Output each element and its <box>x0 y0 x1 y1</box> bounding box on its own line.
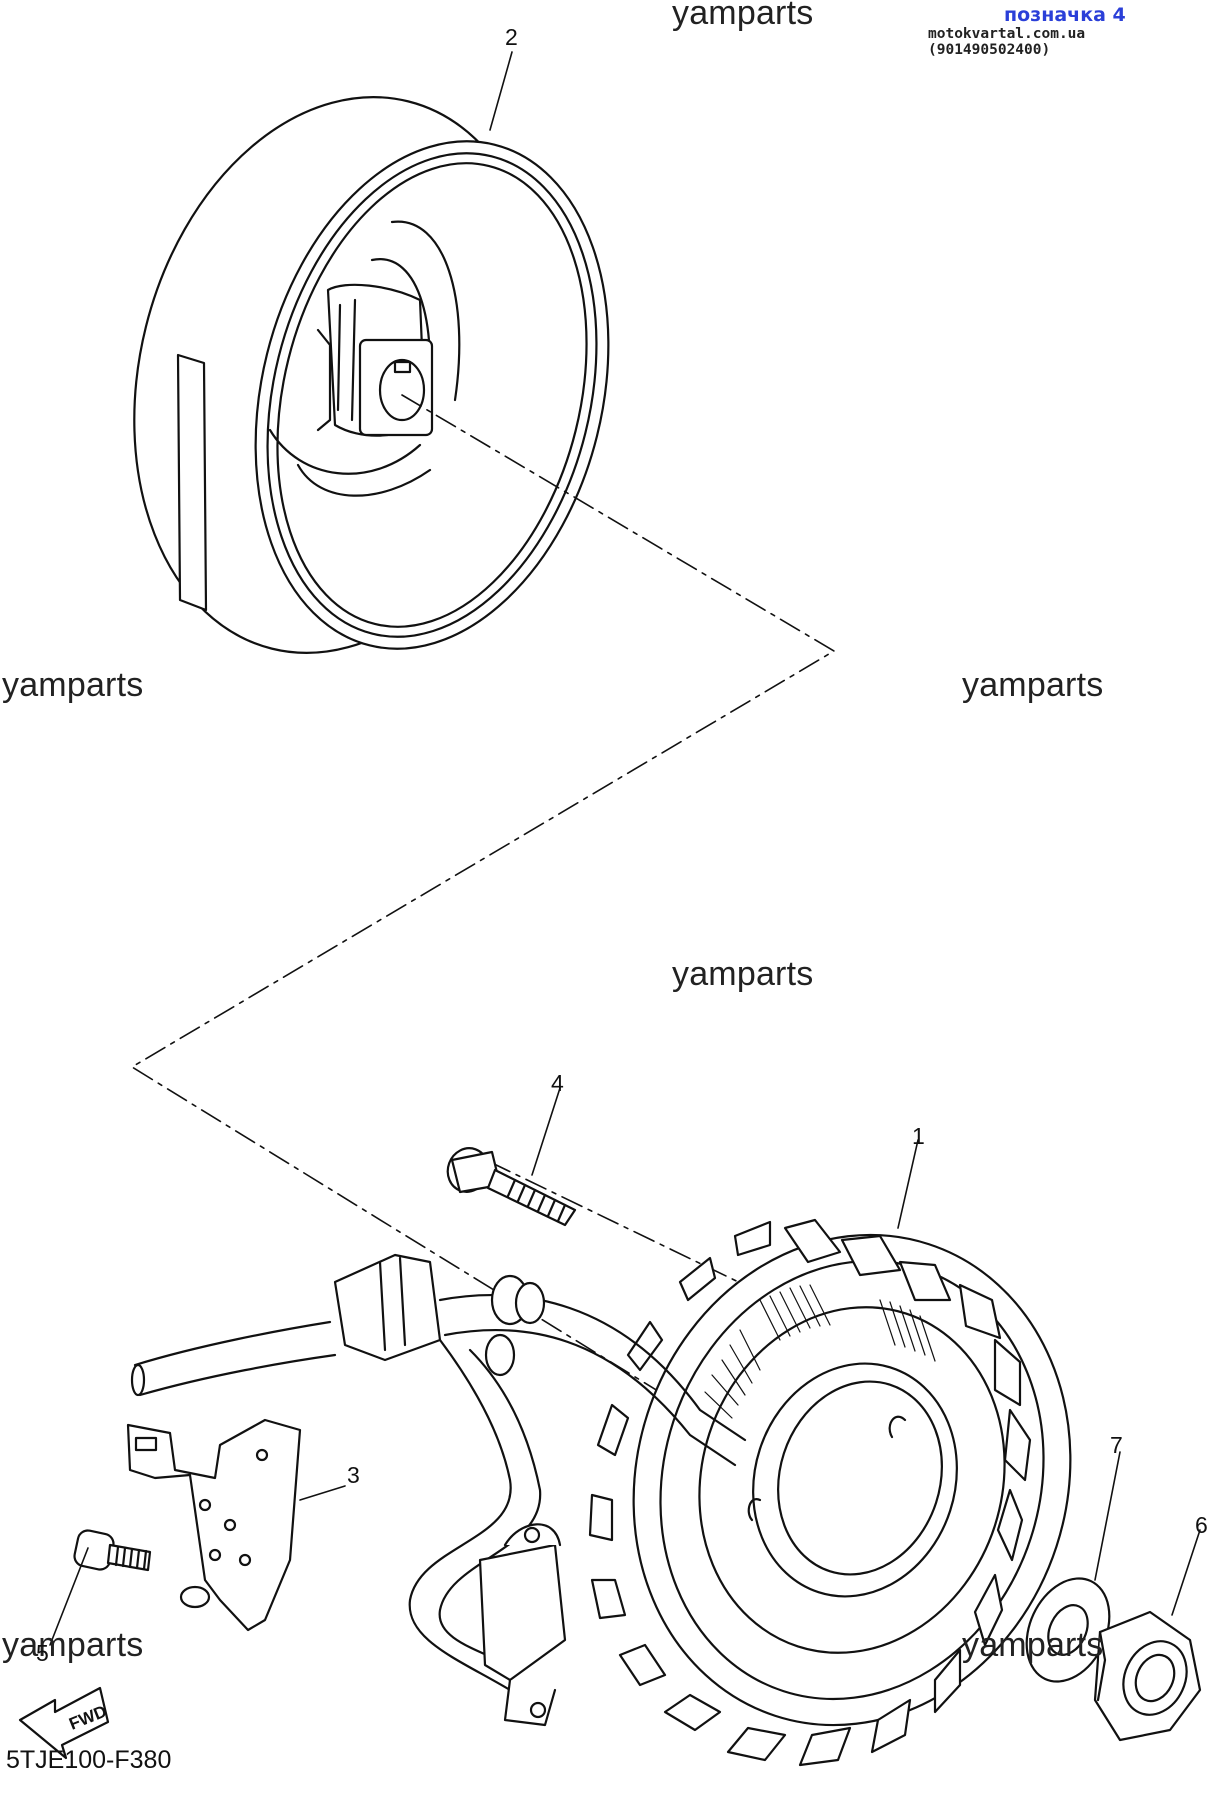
callout-3: 3 <box>347 1462 360 1488</box>
stator-assembly <box>588 1218 1072 1767</box>
flywheel-rotor <box>133 96 610 654</box>
fwd-arrow <box>18 1686 110 1760</box>
winding-lamination <box>704 1284 936 1419</box>
lead-holder-plate <box>126 1418 302 1632</box>
callout-6: 6 <box>1195 1512 1208 1538</box>
callout-leaders <box>49 51 1201 1646</box>
diagram-code: 5TJE100-F380 <box>6 1746 172 1774</box>
callout-5: 5 <box>36 1640 49 1666</box>
rotor-hub <box>316 283 434 437</box>
screw-part-5 <box>73 1529 152 1572</box>
watermark-bottom-right: yamparts <box>962 1626 1104 1664</box>
watermark-bottom-left: yamparts <box>2 1626 144 1664</box>
callout-4: 4 <box>551 1070 564 1096</box>
stator-pole-teeth <box>588 1218 1032 1767</box>
callout-1: 1 <box>912 1123 925 1149</box>
bolt-part-4 <box>446 1147 577 1227</box>
callout-7: 7 <box>1110 1432 1123 1458</box>
watermark-center: yamparts <box>672 955 814 993</box>
callout-2: 2 <box>505 24 518 50</box>
washer-part-7 <box>1025 1577 1111 1683</box>
watermark-left-mid: yamparts <box>2 666 144 704</box>
badge-title: позначка 4 <box>1004 4 1126 26</box>
badge-subtitle: motokvartal.com.ua (901490502400) <box>928 26 1086 58</box>
wiring-harness <box>130 1253 747 1727</box>
watermark-right-mid: yamparts <box>962 666 1104 704</box>
watermark-top: yamparts <box>672 0 814 32</box>
nut-part-6 <box>1093 1610 1202 1742</box>
pickup-coil <box>478 1523 567 1727</box>
